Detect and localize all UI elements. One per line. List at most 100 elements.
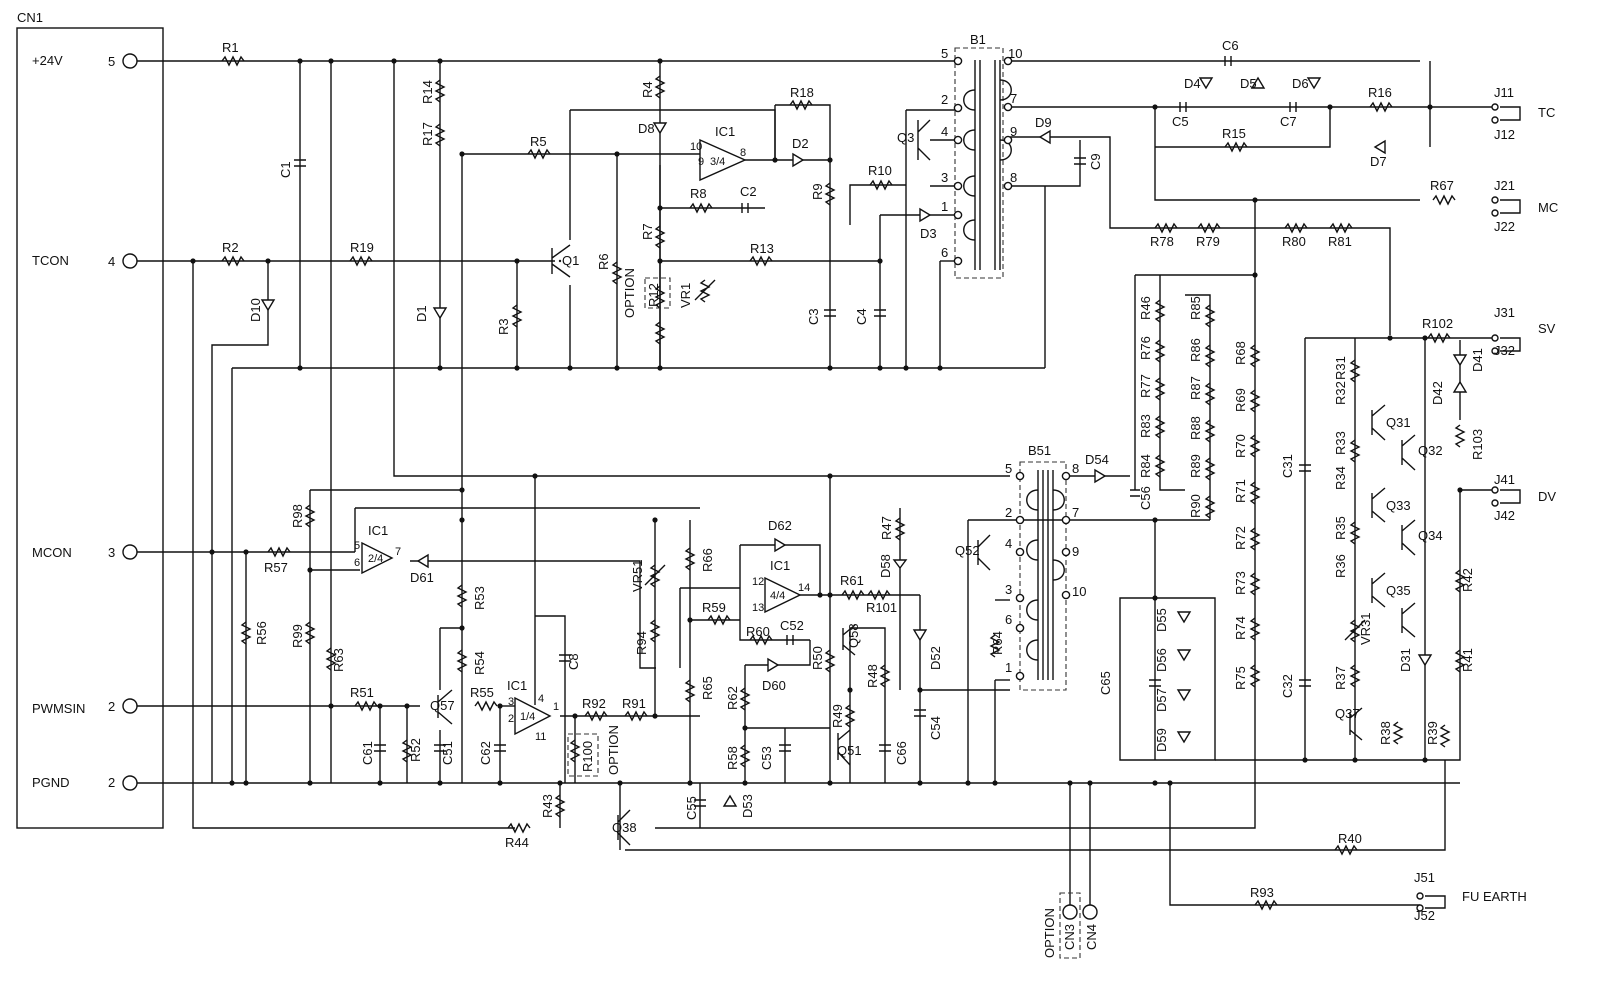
svg-text:R101: R101 xyxy=(866,600,897,615)
svg-text:VR31: VR31 xyxy=(1358,612,1373,645)
svg-text:C56: C56 xyxy=(1138,486,1153,510)
svg-text:C51: C51 xyxy=(440,741,455,765)
opamp-ic1-3-4 xyxy=(699,138,747,182)
svg-text:R94: R94 xyxy=(634,631,649,655)
cn1-pinnum-5: 5 xyxy=(108,54,115,69)
svg-text:14: 14 xyxy=(798,582,810,594)
svg-text:C61: C61 xyxy=(360,741,375,765)
option-label-r12: OPTION xyxy=(622,268,637,318)
svg-text:Q58: Q58 xyxy=(846,623,861,648)
svg-text:9: 9 xyxy=(698,156,704,168)
svg-text:VR1: VR1 xyxy=(678,283,693,308)
svg-text:R83: R83 xyxy=(1138,414,1153,438)
svg-text:R73: R73 xyxy=(1233,571,1248,595)
svg-text:J31: J31 xyxy=(1494,305,1515,320)
cn1-pinnum-3: 3 xyxy=(108,545,115,560)
svg-text:D61: D61 xyxy=(410,570,434,585)
svg-text:7: 7 xyxy=(1010,91,1017,106)
svg-text:R12: R12 xyxy=(646,283,661,307)
cn1-terminal-pwmsin xyxy=(122,698,138,714)
cn1-signal-pwmsin: PWMSIN xyxy=(32,701,85,716)
svg-text:R68: R68 xyxy=(1233,341,1248,365)
svg-text:D6: D6 xyxy=(1292,76,1309,91)
transformer-b1 xyxy=(953,47,1013,279)
ic1-4-4-unit: 4/4 xyxy=(770,590,785,602)
svg-text:C53: C53 xyxy=(759,746,774,770)
transistor-labels: Q1 Q3 Q31 Q32 Q33 Q34 Q35 Q37 Q38 Q51 Q5… xyxy=(430,130,1443,835)
svg-text:R9: R9 xyxy=(810,183,825,200)
svg-text:Q32: Q32 xyxy=(1418,443,1443,458)
svg-text:C5: C5 xyxy=(1172,114,1189,129)
svg-text:R10: R10 xyxy=(868,163,892,178)
svg-text:D31: D31 xyxy=(1398,648,1413,672)
svg-text:Q38: Q38 xyxy=(612,820,637,835)
svg-text:D57: D57 xyxy=(1154,688,1169,712)
svg-text:Q57: Q57 xyxy=(430,698,455,713)
opamp-ic1-4-4 xyxy=(764,576,802,614)
svg-text:R44: R44 xyxy=(505,835,529,850)
svg-text:R53: R53 xyxy=(472,586,487,610)
output-sv-label: SV xyxy=(1538,321,1556,336)
svg-text:R90: R90 xyxy=(1188,494,1203,518)
svg-text:8: 8 xyxy=(1072,461,1079,476)
svg-text:J52: J52 xyxy=(1414,908,1435,923)
b1-pin-numbers: 5 2 4 3 1 6 10 7 9 8 xyxy=(941,46,1022,260)
svg-text:9: 9 xyxy=(1010,124,1017,139)
svg-text:R48: R48 xyxy=(865,664,880,688)
ic1-4-4-ref: IC1 xyxy=(770,558,790,573)
svg-text:4: 4 xyxy=(941,124,948,139)
svg-text:D8: D8 xyxy=(638,121,655,136)
svg-text:R13: R13 xyxy=(750,241,774,256)
svg-text:R65: R65 xyxy=(700,676,715,700)
svg-text:R61: R61 xyxy=(840,573,864,588)
svg-text:11: 11 xyxy=(535,731,546,743)
svg-text:2: 2 xyxy=(1005,505,1012,520)
svg-text:R32: R32 xyxy=(1333,381,1348,405)
ic1-3-4-ref: IC1 xyxy=(715,124,735,139)
svg-text:R99: R99 xyxy=(290,624,305,648)
svg-text:R62: R62 xyxy=(725,686,740,710)
cn1-signal-mcon: MCON xyxy=(32,545,72,560)
svg-text:C62: C62 xyxy=(478,741,493,765)
svg-text:C9: C9 xyxy=(1088,153,1103,170)
ic1-1-4-ref: IC1 xyxy=(507,678,527,693)
svg-text:6: 6 xyxy=(941,245,948,260)
svg-text:R100: R100 xyxy=(580,741,595,772)
svg-text:3: 3 xyxy=(508,696,514,708)
svg-text:1: 1 xyxy=(941,199,948,214)
svg-text:D9: D9 xyxy=(1035,115,1052,130)
opamp-ic1-2-4 xyxy=(361,541,394,575)
svg-text:R54: R54 xyxy=(472,651,487,675)
svg-text:R85: R85 xyxy=(1188,296,1203,320)
svg-text:3: 3 xyxy=(1005,582,1012,597)
wiring xyxy=(137,60,1470,906)
svg-text:R86: R86 xyxy=(1188,338,1203,362)
svg-text:D59: D59 xyxy=(1154,728,1169,752)
svg-text:4: 4 xyxy=(1005,536,1012,551)
svg-text:7: 7 xyxy=(1072,505,1079,520)
svg-text:3: 3 xyxy=(941,170,948,185)
cn1-pin-tcon: TCON 4 xyxy=(32,253,138,269)
svg-text:D53: D53 xyxy=(740,794,755,818)
svg-text:R15: R15 xyxy=(1222,126,1246,141)
svg-text:C6: C6 xyxy=(1222,38,1239,53)
svg-text:1: 1 xyxy=(1005,660,1012,675)
cn3-label: CN3 xyxy=(1062,924,1077,950)
svg-text:5: 5 xyxy=(354,540,360,552)
svg-text:R34: R34 xyxy=(1333,466,1348,490)
svg-text:R92: R92 xyxy=(582,696,606,711)
svg-text:R70: R70 xyxy=(1233,434,1248,458)
svg-text:Q3: Q3 xyxy=(897,130,914,145)
svg-text:R16: R16 xyxy=(1368,85,1392,100)
svg-text:Q51: Q51 xyxy=(837,743,862,758)
svg-text:C55: C55 xyxy=(684,796,699,820)
diode-labels: D1 D2 D3 D4 D5 D6 D7 D8 D9 D10 D31 D41 D… xyxy=(248,76,1485,818)
cn1-signal-pgnd: PGND xyxy=(32,775,70,790)
cn1-pinnum-2a: 2 xyxy=(108,699,115,714)
svg-text:R84: R84 xyxy=(1138,454,1153,478)
svg-text:C32: C32 xyxy=(1280,674,1295,698)
opamp-ic1-1-4 xyxy=(514,696,552,736)
svg-text:R103: R103 xyxy=(1470,429,1485,460)
svg-text:Q34: Q34 xyxy=(1418,528,1443,543)
svg-text:R55: R55 xyxy=(470,685,494,700)
